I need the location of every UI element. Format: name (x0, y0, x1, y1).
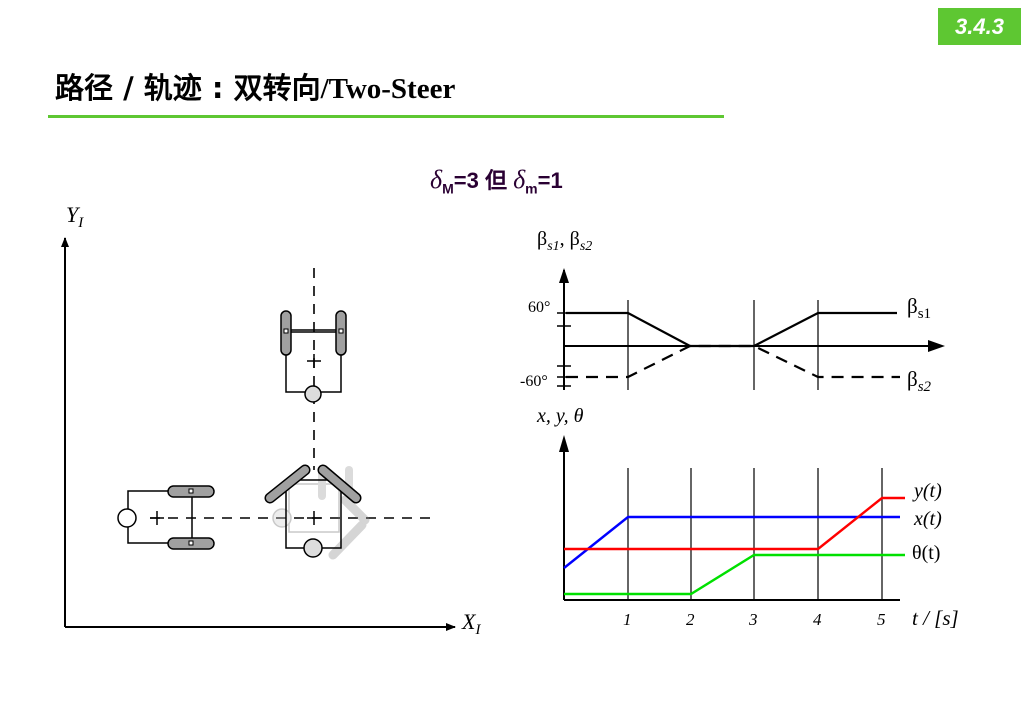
x-t-line (563, 515, 900, 569)
steerability-sub: m (525, 180, 538, 197)
beta-y-label: βs1, βs2 (537, 228, 592, 254)
delta-symbol: δ (430, 165, 443, 194)
mobility-value: =3 但 (453, 168, 514, 193)
delta-symbol-2: δ (513, 165, 526, 194)
robot-left (117, 485, 215, 550)
beta-plot: βs1, βs2 60° -60° βs1 βs2 (520, 228, 945, 395)
beta-s2-label: βs2 (907, 367, 932, 395)
pose-gridlines (627, 468, 883, 600)
x-tick-3: 3 (748, 610, 758, 629)
beta-s2-line (566, 344, 900, 379)
beta-s1-label: βs1 (907, 294, 931, 322)
beta-tick-60: 60° (528, 299, 550, 316)
steerability-value: =1 (537, 168, 563, 193)
x-tick-1: 1 (623, 610, 632, 629)
castor-wheel (303, 538, 323, 558)
pose-y-label: x, y, θ (536, 405, 584, 427)
legend-x-t: x(t) (913, 508, 942, 530)
castor-wheel (304, 385, 322, 403)
legend-theta-t: θ(t) (912, 542, 940, 564)
title-underline (48, 115, 724, 118)
y-t-line (564, 496, 905, 551)
robot-corner (264, 464, 362, 558)
x-axis-label: t / [s] (912, 606, 959, 630)
section-number-badge: 3.4.3 (938, 8, 1021, 45)
title-english: /Two-Steer (320, 73, 456, 105)
x-tick-4: 4 (813, 610, 822, 629)
delta-subtitle: δM=3 但 δm=1 (430, 163, 563, 196)
mobility-sub: M (442, 180, 454, 197)
title-chinese: 路径 / 轨迹 : 双转向 (55, 71, 321, 105)
x-tick-2: 2 (686, 610, 695, 629)
beta-tick-neg60: -60° (520, 373, 548, 390)
robot-top (280, 310, 347, 403)
x-tick-5: 5 (877, 610, 886, 629)
world-y-label: YI (66, 202, 84, 231)
theta-t-line (564, 553, 905, 596)
slide-title: 路径 / 轨迹 : 双转向/Two-Steer (55, 65, 455, 107)
world-x-label: XI (461, 609, 481, 638)
pose-plot: x, y, θ y(t) x(t) θ(t) 1 2 3 4 5 t / [s] (536, 405, 959, 630)
castor-wheel (117, 508, 137, 528)
legend-y-t: y(t) (912, 480, 942, 502)
beta-s1-line (566, 311, 897, 348)
